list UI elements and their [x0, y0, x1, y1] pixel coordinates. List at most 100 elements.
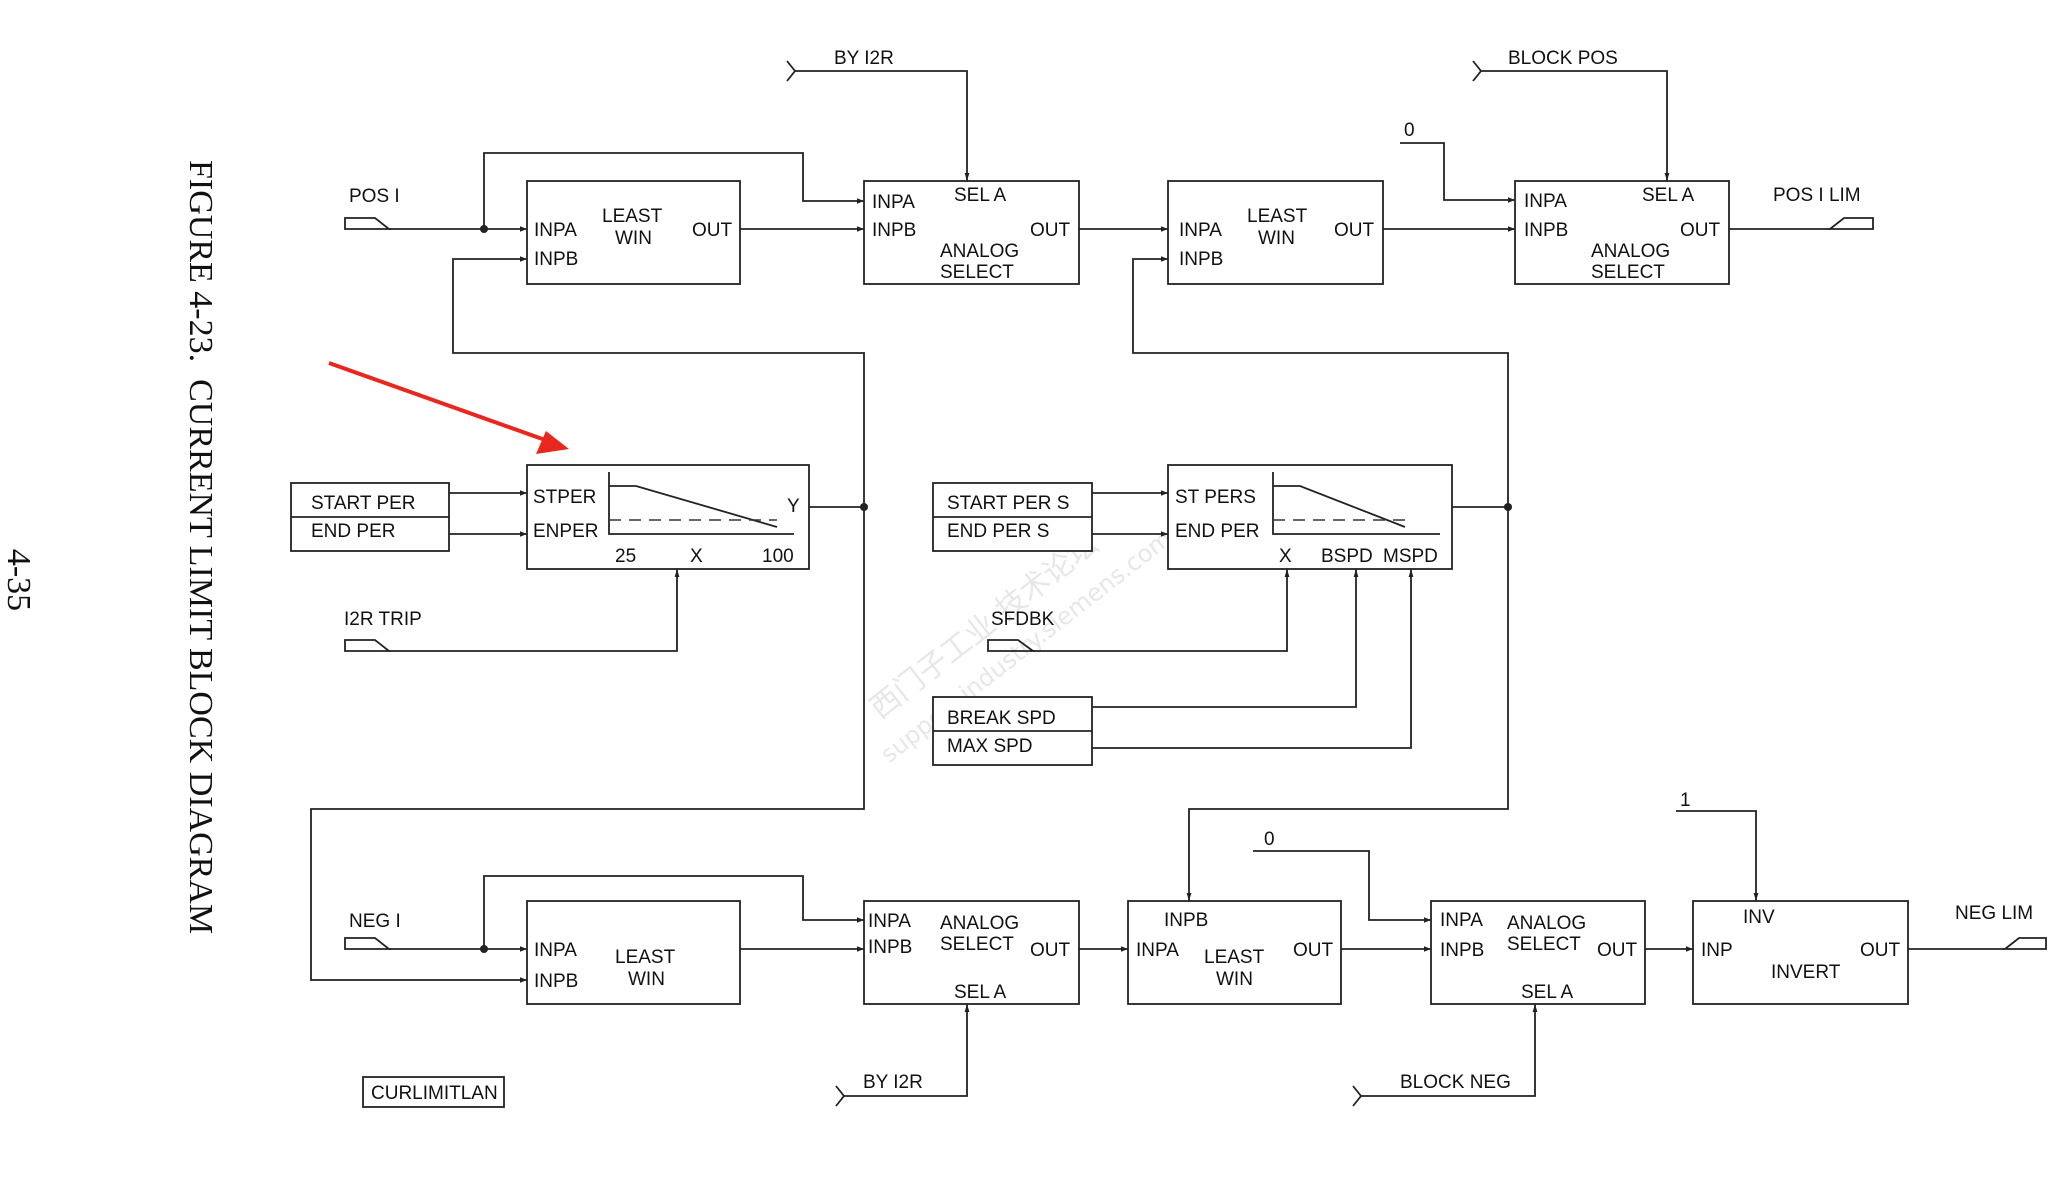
svg-text:LEAST: LEAST: [1247, 206, 1308, 227]
svg-text:MSPD: MSPD: [1383, 546, 1438, 567]
svg-text:END PER: END PER: [311, 521, 395, 542]
svg-text:ANALOG: ANALOG: [1507, 913, 1586, 934]
analog-select-block-2: INPA INPB SEL A OUT ANALOG SELECT: [1514, 180, 1730, 285]
svg-text:SELECT: SELECT: [940, 262, 1014, 283]
least-win-block-neg-2: INPB INPA LEAST WIN OUT: [1127, 900, 1342, 1005]
svg-text:INPB: INPB: [1524, 220, 1568, 241]
period-curve-block-2: ST PERS END PER X BSPD MSPD: [1167, 464, 1453, 570]
svg-text:INPA: INPA: [534, 220, 577, 241]
svg-text:WIN: WIN: [1216, 969, 1253, 990]
svg-text:BY I2R: BY I2R: [834, 48, 894, 69]
svg-text:25: 25: [615, 546, 636, 567]
svg-text:ENPER: ENPER: [533, 521, 598, 542]
svg-text:ANALOG: ANALOG: [940, 913, 1019, 934]
svg-text:SEL A: SEL A: [1642, 185, 1694, 206]
by-i2r-top-input: BY I2R: [786, 48, 970, 181]
svg-text:INVERT: INVERT: [1771, 962, 1841, 983]
svg-text:X: X: [1279, 546, 1292, 567]
svg-text:LEAST: LEAST: [615, 947, 676, 968]
pos-i-input: POS I: [344, 152, 864, 233]
svg-text:INPA: INPA: [872, 192, 915, 213]
svg-text:100: 100: [762, 546, 794, 567]
svg-text:WIN: WIN: [1258, 228, 1295, 249]
svg-text:OUT: OUT: [1680, 220, 1721, 241]
svg-text:END PER: END PER: [1175, 521, 1259, 542]
svg-text:BSPD: BSPD: [1321, 546, 1373, 567]
svg-text:INPB: INPB: [1179, 249, 1223, 270]
per-parameter-box: START PER END PER: [290, 482, 450, 552]
svg-text:OUT: OUT: [1030, 940, 1071, 961]
block-neg-input: BLOCK NEG: [1352, 1004, 1538, 1107]
svg-text:LEAST: LEAST: [602, 206, 663, 227]
svg-text:Y: Y: [787, 496, 800, 517]
svg-text:SELECT: SELECT: [1591, 262, 1665, 283]
const-zero-bottom: 0: [1253, 829, 1431, 923]
svg-text:MAX SPD: MAX SPD: [947, 736, 1033, 757]
svg-text:END PER S: END PER S: [947, 521, 1049, 542]
svg-text:OUT: OUT: [1030, 220, 1071, 241]
svg-text:INPB: INPB: [872, 220, 916, 241]
page-number: 4-35: [0, 549, 37, 611]
svg-text:SELECT: SELECT: [1507, 934, 1581, 955]
spd-parameter-box: BREAK SPD MAX SPD: [932, 696, 1093, 766]
svg-text:INPA: INPA: [1179, 220, 1222, 241]
svg-text:INPB: INPB: [868, 937, 912, 958]
svg-text:STPER: STPER: [533, 487, 596, 508]
svg-text:NEG LIM: NEG LIM: [1955, 903, 2033, 924]
figure-title: FIGURE 4-23. CURRENT LIMIT BLOCK DIAGRAM: [182, 160, 219, 934]
svg-text:NEG I: NEG I: [349, 911, 401, 932]
svg-text:0: 0: [1404, 120, 1415, 141]
svg-text:INPB: INPB: [1440, 940, 1484, 961]
svg-text:START PER: START PER: [311, 493, 416, 514]
invert-block: INV INP INVERT OUT: [1692, 900, 1909, 1005]
svg-text:BY I2R: BY I2R: [863, 1072, 923, 1093]
svg-text:SEL A: SEL A: [954, 982, 1006, 1003]
svg-text:OUT: OUT: [692, 220, 733, 241]
svg-text:I2R TRIP: I2R TRIP: [344, 609, 422, 630]
svg-text:OUT: OUT: [1597, 940, 1638, 961]
neg-lim-output: NEG LIM: [1908, 903, 2047, 950]
svg-text:OUT: OUT: [1334, 220, 1375, 241]
svg-text:BLOCK POS: BLOCK POS: [1508, 48, 1618, 69]
svg-text:INPA: INPA: [868, 911, 911, 932]
svg-text:ST PERS: ST PERS: [1175, 487, 1256, 508]
svg-text:BLOCK NEG: BLOCK NEG: [1400, 1072, 1511, 1093]
annotation-arrow: [328, 361, 569, 454]
analog-select-block-neg-1: INPA INPB ANALOG SELECT OUT SEL A: [863, 900, 1080, 1005]
analog-select-block-neg-2: INPA INPB ANALOG SELECT OUT SEL A: [1430, 900, 1646, 1005]
period-curve-block-1: STPER ENPER 25 X 100 Y: [526, 464, 810, 570]
svg-text:INPA: INPA: [1440, 910, 1483, 931]
svg-text:START PER S: START PER S: [947, 493, 1069, 514]
svg-text:INPA: INPA: [1136, 940, 1179, 961]
svg-text:OUT: OUT: [1293, 940, 1334, 961]
svg-text:SFDBK: SFDBK: [991, 609, 1055, 630]
svg-text:FIGURE 4-23. CURRENT LIMIT BL: FIGURE 4-23. CURRENT LIMIT BLOCK DIAGRAM: [182, 160, 219, 934]
svg-text:INPA: INPA: [534, 940, 577, 961]
by-i2r-bottom-input: BY I2R: [835, 1004, 970, 1107]
svg-text:INV: INV: [1743, 907, 1775, 928]
svg-text:ANALOG: ANALOG: [1591, 241, 1670, 262]
svg-text:0: 0: [1264, 829, 1275, 850]
svg-text:POS I LIM: POS I LIM: [1773, 185, 1861, 206]
least-win-block-neg-1: INPA INPB LEAST WIN: [526, 900, 741, 1005]
svg-text:SELECT: SELECT: [940, 934, 1014, 955]
pos-i-lim-connector: [1827, 217, 1874, 230]
const-one: 1: [1676, 790, 1759, 901]
svg-text:POS I: POS I: [349, 186, 400, 207]
per-s-parameter-box: START PER S END PER S: [932, 482, 1093, 552]
least-win-block-1: INPA INPB LEAST WIN OUT: [526, 180, 741, 285]
svg-text:INPA: INPA: [1524, 191, 1567, 212]
svg-text:CURLIMITLAN: CURLIMITLAN: [371, 1083, 498, 1104]
svg-text:4-35: 4-35: [0, 549, 37, 611]
svg-text:WIN: WIN: [615, 228, 652, 249]
svg-text:INPB: INPB: [534, 249, 578, 270]
svg-text:LEAST: LEAST: [1204, 947, 1265, 968]
svg-text:INPB: INPB: [1164, 910, 1208, 931]
sfdbk-input: SFDBK: [987, 569, 1290, 652]
svg-text:SEL A: SEL A: [954, 185, 1006, 206]
svg-text:ANALOG: ANALOG: [940, 241, 1019, 262]
diagram-tag: CURLIMITLAN: [362, 1076, 505, 1108]
svg-text:INP: INP: [1701, 940, 1733, 961]
svg-text:BREAK SPD: BREAK SPD: [947, 708, 1056, 729]
